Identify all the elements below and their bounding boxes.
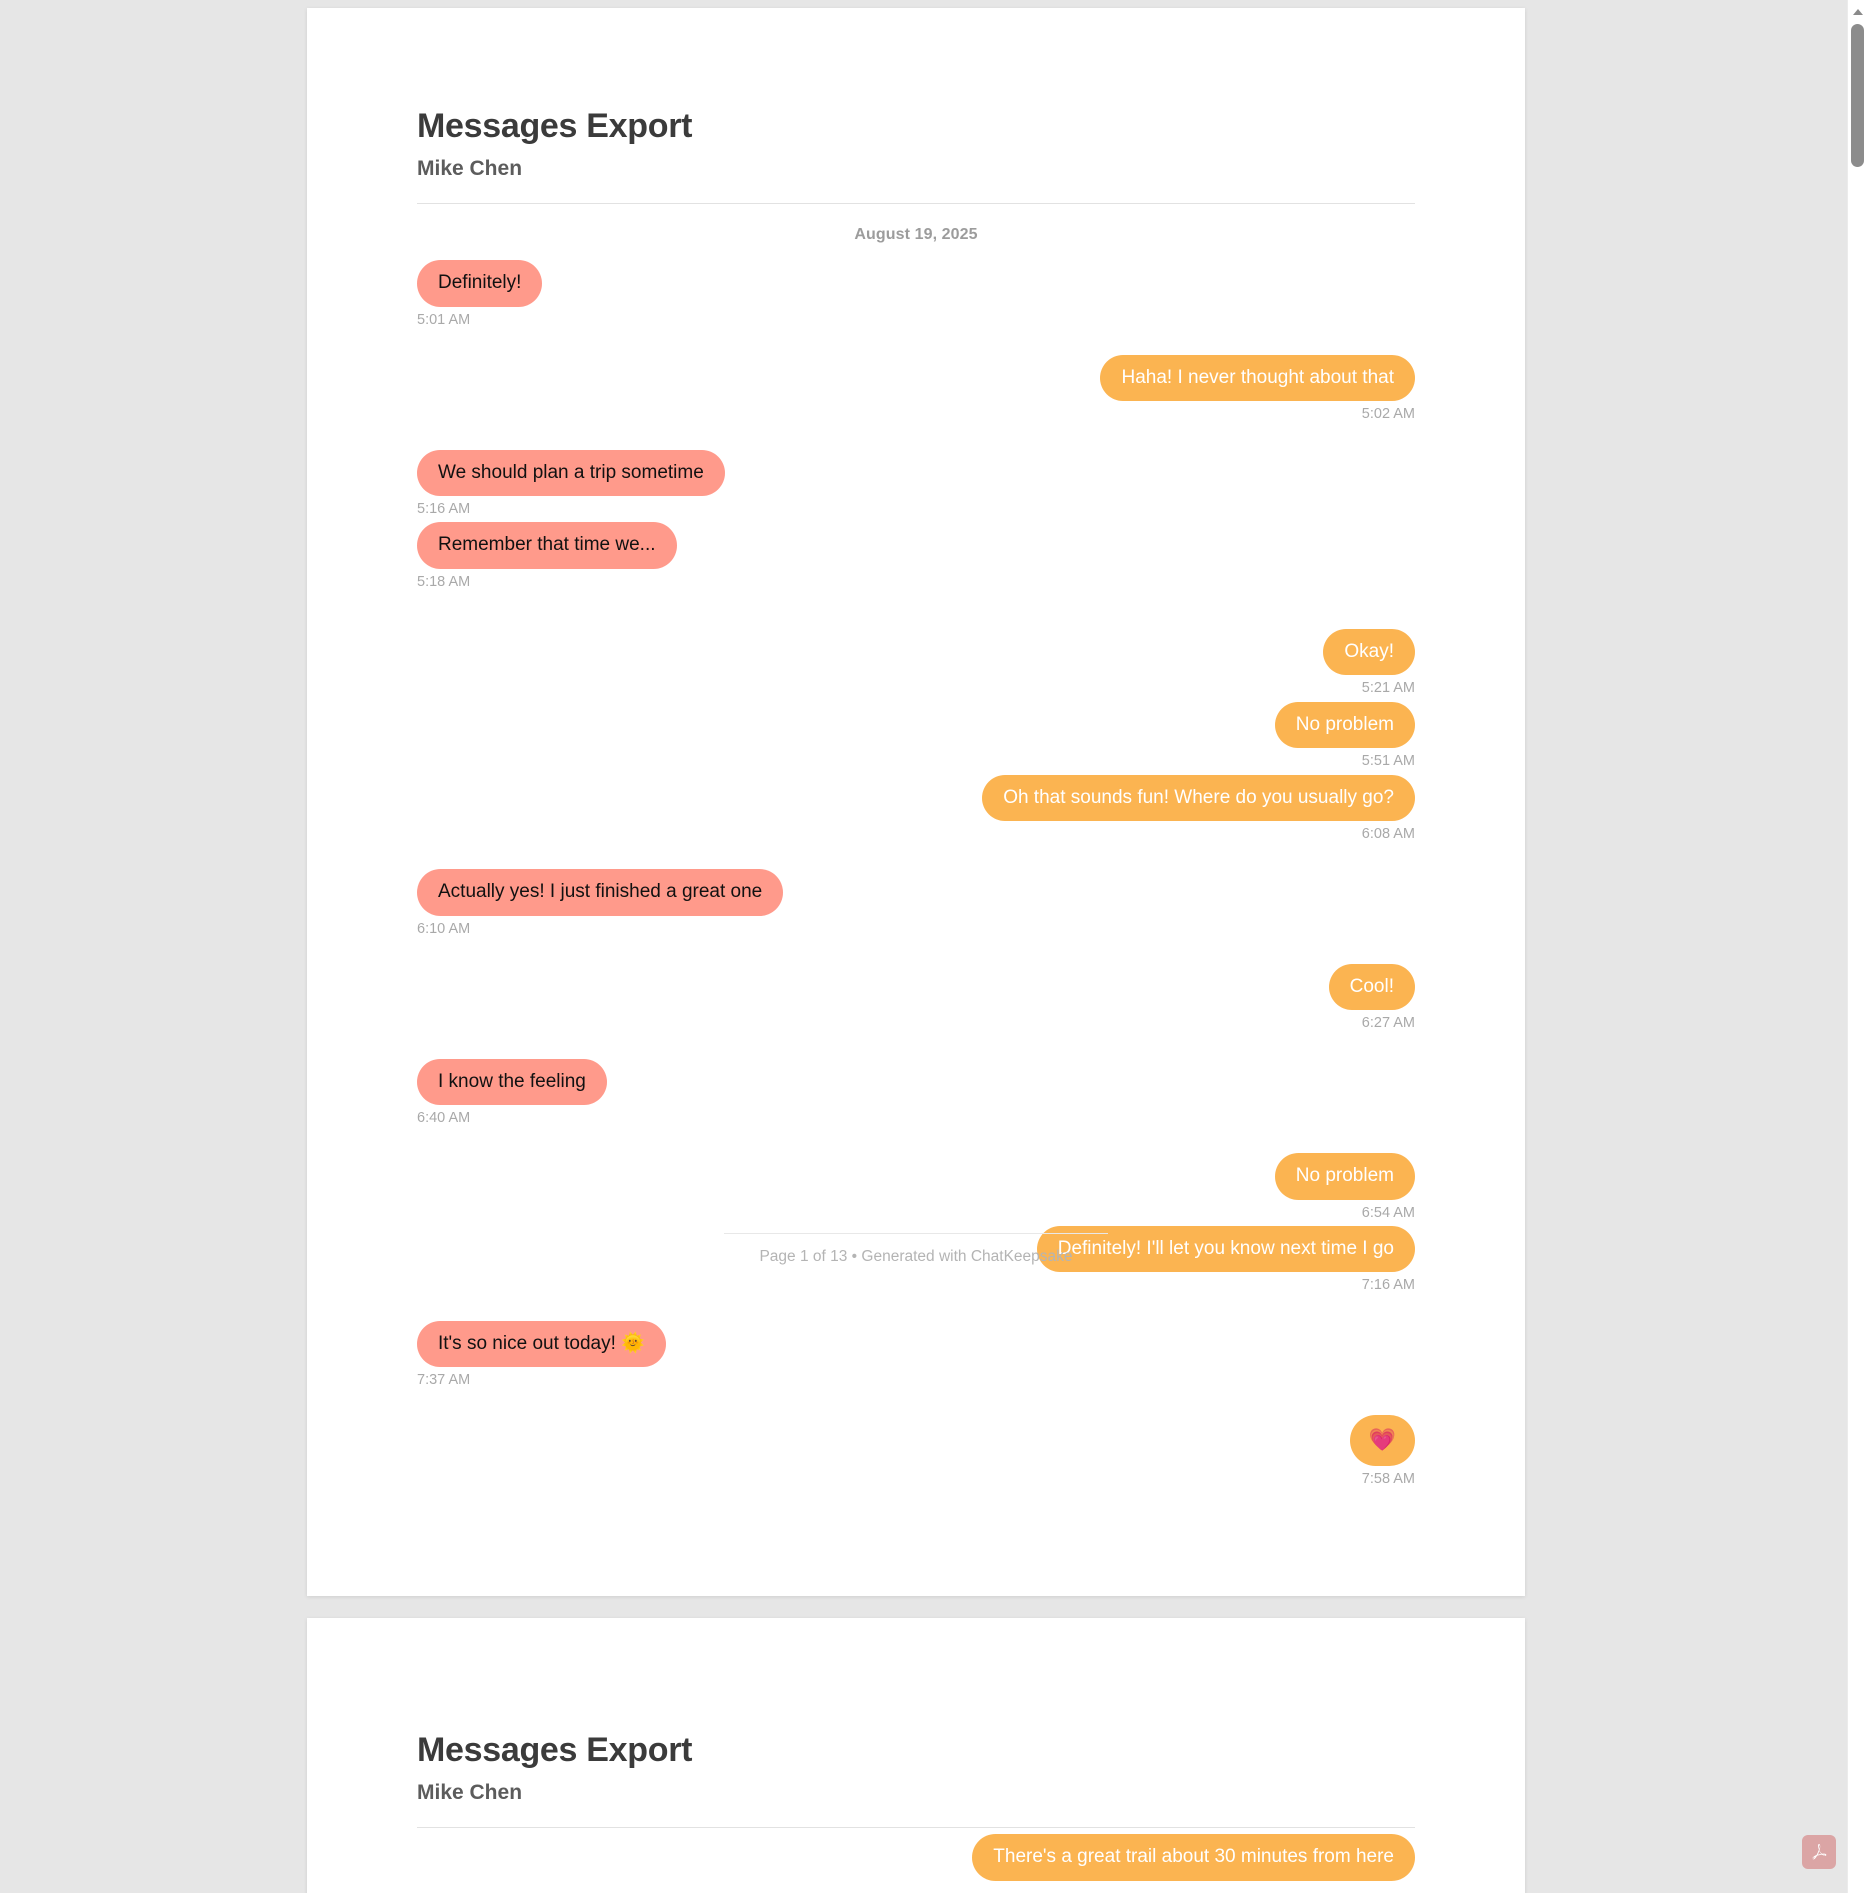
message-row: Okay! 5:21 AM [417,629,1415,698]
message-row: Actually yes! I just finished a great on… [417,869,1415,938]
message-thread: There's a great trail about 30 minutes f… [417,1834,1415,1881]
message-timestamp: 7:16 AM [1361,1277,1415,1294]
message-timestamp: 6:27 AM [1361,1015,1415,1032]
message-bubble-incoming: Actually yes! I just finished a great on… [417,869,784,916]
message-timestamp: 5:01 AM [417,311,471,328]
scrollbar-thumb[interactable] [1851,24,1864,167]
message-bubble-incoming: Remember that time we... [417,522,677,569]
date-separator: August 19, 2025 [854,226,978,244]
message-bubble-outgoing: Definitely! I'll let you know next time … [1036,1226,1415,1273]
message-thread: Definitely! 5:01 AM Haha! I never though… [417,260,1415,1488]
message-gap [417,1131,1415,1153]
message-row: It's so nice out today! 🌞 7:37 AM [417,1320,1415,1390]
message-gap [417,1037,1415,1059]
message-bubble-outgoing: Oh that sounds fun! Where do you usually… [982,774,1415,821]
message-bubble-outgoing: No problem [1274,701,1415,749]
vertical-scrollbar[interactable] [1847,0,1866,1893]
message-row: Haha! I never thought about that 5:02 AM [417,355,1415,424]
page-title: Messages Export [417,1731,693,1769]
document-page-1: Messages Export Mike Chen August 19, 202… [307,8,1525,1596]
message-bubble-incoming: I know the feeling [417,1058,607,1105]
message-row: Cool! 6:27 AM [417,963,1415,1033]
footer-divider [724,1233,1108,1234]
message-bubble-outgoing: There's a great trail about 30 minutes f… [972,1834,1415,1881]
header-divider [417,1827,1415,1829]
message-timestamp: 6:40 AM [417,1109,471,1126]
message-row: We should plan a trip sometime 5:16 AM [417,449,1415,519]
contact-name: Mike Chen [417,157,523,181]
message-row: No problem 5:51 AM [417,701,1415,771]
message-row: Remember that time we... 5:18 AM [417,522,1415,591]
message-row: No problem 6:54 AM [417,1153,1415,1222]
triangle-up-glyph [1852,8,1863,15]
message-gap [417,1299,1415,1321]
message-bubble-outgoing: Okay! [1323,629,1415,676]
message-bubble-incoming: Definitely! [417,260,543,307]
message-gap [417,1393,1415,1415]
message-bubble-incoming: It's so nice out today! 🌞 [417,1320,666,1368]
document-page-2: Messages Export Mike Chen There's a grea… [307,1618,1525,1893]
message-timestamp: 7:58 AM [1361,1470,1415,1487]
page-footer: Page 1 of 13 • Generated with ChatKeepsa… [417,1233,1415,1266]
message-row: 💗 7:58 AM [417,1415,1415,1488]
message-timestamp: 6:54 AM [1361,1204,1415,1221]
message-timestamp: 6:08 AM [1361,825,1415,842]
message-row: There's a great trail about 30 minutes f… [417,1834,1415,1881]
message-timestamp: 5:18 AM [417,573,471,590]
message-bubble-incoming: We should plan a trip sometime [417,449,725,497]
message-timestamp: 6:10 AM [417,920,471,937]
contact-name: Mike Chen [417,1781,523,1805]
footer-text: Page 1 of 13 • Generated with ChatKeepsa… [759,1248,1073,1265]
message-gap [417,333,1415,355]
message-bubble-outgoing-emoji: 💗 [1349,1415,1415,1466]
message-timestamp: 5:02 AM [1361,406,1415,423]
message-row: Definitely! I'll let you know next time … [417,1226,1415,1295]
message-timestamp: 7:37 AM [417,1372,471,1389]
message-timestamp: 5:51 AM [1361,753,1415,770]
page-title: Messages Export [417,107,693,145]
message-timestamp: 5:16 AM [417,501,471,518]
message-row: Definitely! 5:01 AM [417,260,1415,329]
message-row: Oh that sounds fun! Where do you usually… [417,774,1415,844]
message-gap [417,847,1415,869]
message-gap [417,595,1415,629]
message-bubble-outgoing: No problem [1274,1153,1415,1200]
message-row: I know the feeling 6:40 AM [417,1058,1415,1128]
pdf-file-icon[interactable] [1802,1835,1836,1869]
header-divider [417,203,1415,205]
message-gap [417,942,1415,964]
message-bubble-outgoing: Haha! I never thought about that [1100,355,1415,402]
message-bubble-outgoing: Cool! [1328,963,1415,1011]
scroll-up-arrow-icon[interactable] [1848,2,1866,21]
message-gap [417,428,1415,450]
message-timestamp: 5:21 AM [1361,680,1415,697]
